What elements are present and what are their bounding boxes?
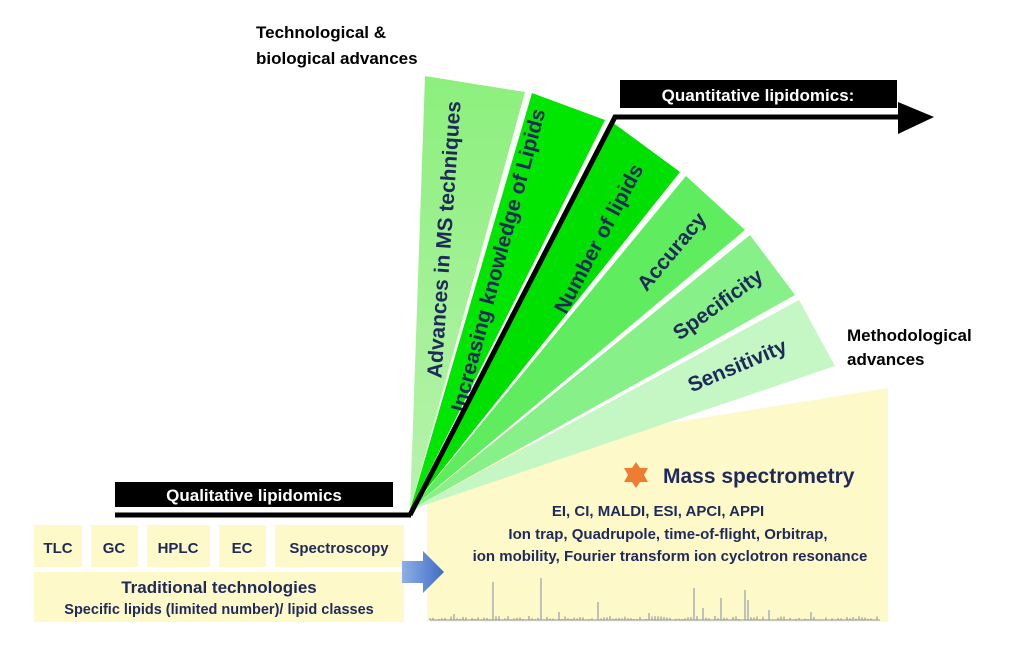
technique-box-ec [219,525,266,567]
tech-advances-title-2: biological advances [256,49,418,68]
technique-box-tlc [34,525,82,567]
technique-label-hplc: HPLC [158,540,199,557]
fan-wedge-knowledge [410,93,605,510]
quantitative-banner [620,80,897,108]
technique-box-gc [91,525,138,567]
traditional-subtitle: Specific lipids (limited number)/ lipid … [64,602,373,618]
technique-box-hplc [147,525,210,567]
technique-box-spectroscopy [275,525,404,567]
method-advances-title-1: Methodological [847,326,972,345]
qualitative-banner-label: Qualitative lipidomics [166,486,342,505]
mass-spec-title: Mass spectrometry [663,465,855,488]
fan-wedge-ms-techniques [410,76,525,510]
technique-label-ec: EC [232,540,253,557]
traditional-panel [34,572,404,622]
method-advances-title-2: advances [847,350,925,369]
mass-spec-line-3: ion mobility, Fourier transform ion cycl… [473,548,868,565]
transition-arrow-icon [402,551,444,593]
star-icon [624,462,648,488]
technique-label-spectroscopy: Spectroscopy [289,540,389,557]
quantitative-arrow-head [898,102,934,134]
fan-wedge-specificity [410,235,795,510]
traditional-title: Traditional technologies [121,578,317,597]
mass-spec-line-1: EI, CI, MALDI, ESI, APCI, APPI [552,503,764,520]
qualitative-banner [115,482,393,507]
mass-spec-line-2: Ion trap, Quadrupole, time-of-flight, Or… [508,526,827,543]
fan-wedge-sensitivity [410,300,835,510]
fan-wedge-accuracy [410,176,745,510]
quantitative-path-line [407,114,905,517]
technique-label-tlc: TLC [43,540,72,557]
fan-wedge-number-of-lipids [410,122,680,510]
quantitative-banner-label: Quantitative lipidomics: [662,86,855,105]
tech-advances-title-1: Technological & [256,23,386,42]
technique-label-gc: GC [103,540,126,557]
spectrum-trace [429,578,878,620]
